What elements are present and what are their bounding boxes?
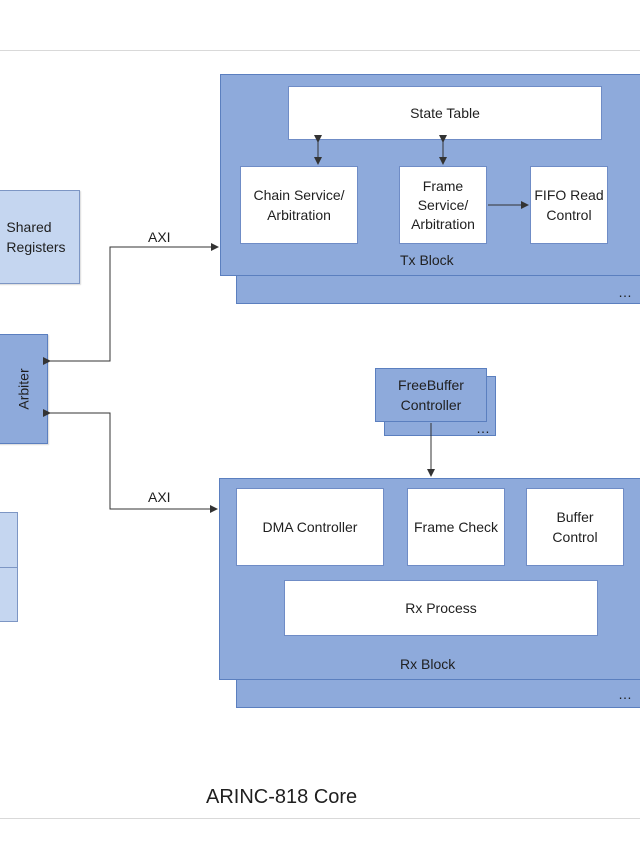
- rx-block-label: Rx Block: [400, 656, 456, 672]
- state-table-box: State Table: [288, 86, 602, 140]
- tx-block-label: Tx Block: [400, 252, 454, 268]
- left-lower-block: [0, 512, 18, 622]
- chain-service-box: Chain Service/ Arbitration: [240, 166, 358, 244]
- frame-service-label: Frame Service/ Arbitration: [411, 177, 475, 232]
- chain-service-label: Chain Service/ Arbitration: [253, 187, 345, 223]
- shared-registers-block: Shared Registers: [0, 190, 80, 284]
- freebuffer-box: FreeBuffer Controller: [375, 368, 487, 422]
- frame-service-box: Frame Service/ Arbitration: [399, 166, 487, 244]
- frame-check-label: Frame Check: [413, 519, 499, 535]
- tx-ellipsis: …: [618, 284, 633, 300]
- axi-label-top: AXI: [148, 229, 171, 245]
- buffer-control-label: Buffer Control: [552, 509, 598, 545]
- dma-controller-box: DMA Controller: [236, 488, 384, 566]
- axi-bottom-wire: [43, 409, 218, 513]
- fifo-read-box: FIFO Read Control: [530, 166, 608, 244]
- rx-ellipsis: …: [618, 686, 633, 702]
- freebuffer-label: FreeBuffer Controller: [398, 377, 464, 413]
- shared-registers-label: Shared Registers: [6, 219, 66, 255]
- rx-process-label: Rx Process: [405, 600, 477, 616]
- arbiter-block: Arbiter: [0, 334, 48, 444]
- arbiter-label: Arbiter: [15, 368, 32, 410]
- freebuffer-ellipsis: …: [476, 420, 491, 436]
- bottom-border: [0, 818, 640, 819]
- buffer-control-box: Buffer Control: [526, 488, 624, 566]
- axi-label-bottom: AXI: [148, 489, 171, 505]
- frame-check-box: Frame Check: [407, 488, 505, 566]
- fifo-read-label: FIFO Read Control: [534, 187, 604, 223]
- dma-controller-label: DMA Controller: [262, 519, 358, 535]
- rx-process-box: Rx Process: [284, 580, 598, 636]
- left-lower-divider: [0, 567, 17, 568]
- top-border: [0, 50, 640, 51]
- core-label: ARINC-818 Core: [206, 786, 358, 808]
- state-table-label: State Table: [410, 105, 480, 121]
